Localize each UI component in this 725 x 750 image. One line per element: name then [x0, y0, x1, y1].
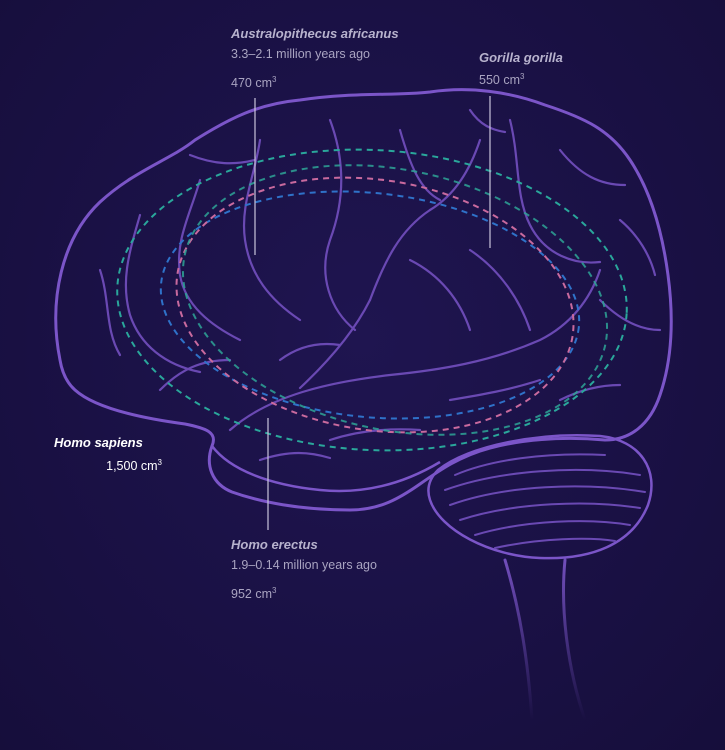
species-outlines: [116, 148, 628, 452]
gorilla-outline: [181, 164, 609, 436]
homo-erectus-label: Homo erectus 1.9–0.14 million years ago …: [231, 538, 377, 600]
homo-erectus-years: 1.9–0.14 million years ago: [231, 558, 377, 572]
gorilla-volume: 550 cm3: [479, 72, 525, 88]
homo-erectus-outline: [159, 190, 581, 420]
homo-sapiens-label: Homo sapiens 1,500 cm3: [54, 436, 162, 473]
temporal-lobe: [211, 445, 441, 493]
brain-folds: [98, 108, 662, 462]
homo-erectus-name: Homo erectus: [231, 537, 318, 552]
homo-sapiens-outline: [116, 148, 628, 452]
australopithecus-outline: [175, 176, 575, 434]
cerebrum-outline: [54, 88, 673, 512]
cerebellum: [427, 434, 653, 560]
australopithecus-name: Australopithecus africanus: [231, 26, 399, 41]
brain-stem: [503, 558, 587, 722]
homo-erectus-volume: 952 cm3: [231, 585, 277, 601]
gorilla-name: Gorilla gorilla: [479, 50, 563, 65]
australopithecus-years: 3.3–2.1 million years ago: [231, 47, 370, 61]
australopithecus-label: Australopithecus africanus 3.3–2.1 milli…: [231, 27, 399, 89]
leader-lines: [254, 96, 491, 530]
australopithecus-volume: 470 cm3: [231, 74, 277, 90]
gorilla-label: Gorilla gorilla 550 cm3: [479, 51, 563, 87]
homo-sapiens-name: Homo sapiens: [54, 435, 143, 450]
homo-sapiens-volume: 1,500 cm3: [106, 458, 162, 474]
